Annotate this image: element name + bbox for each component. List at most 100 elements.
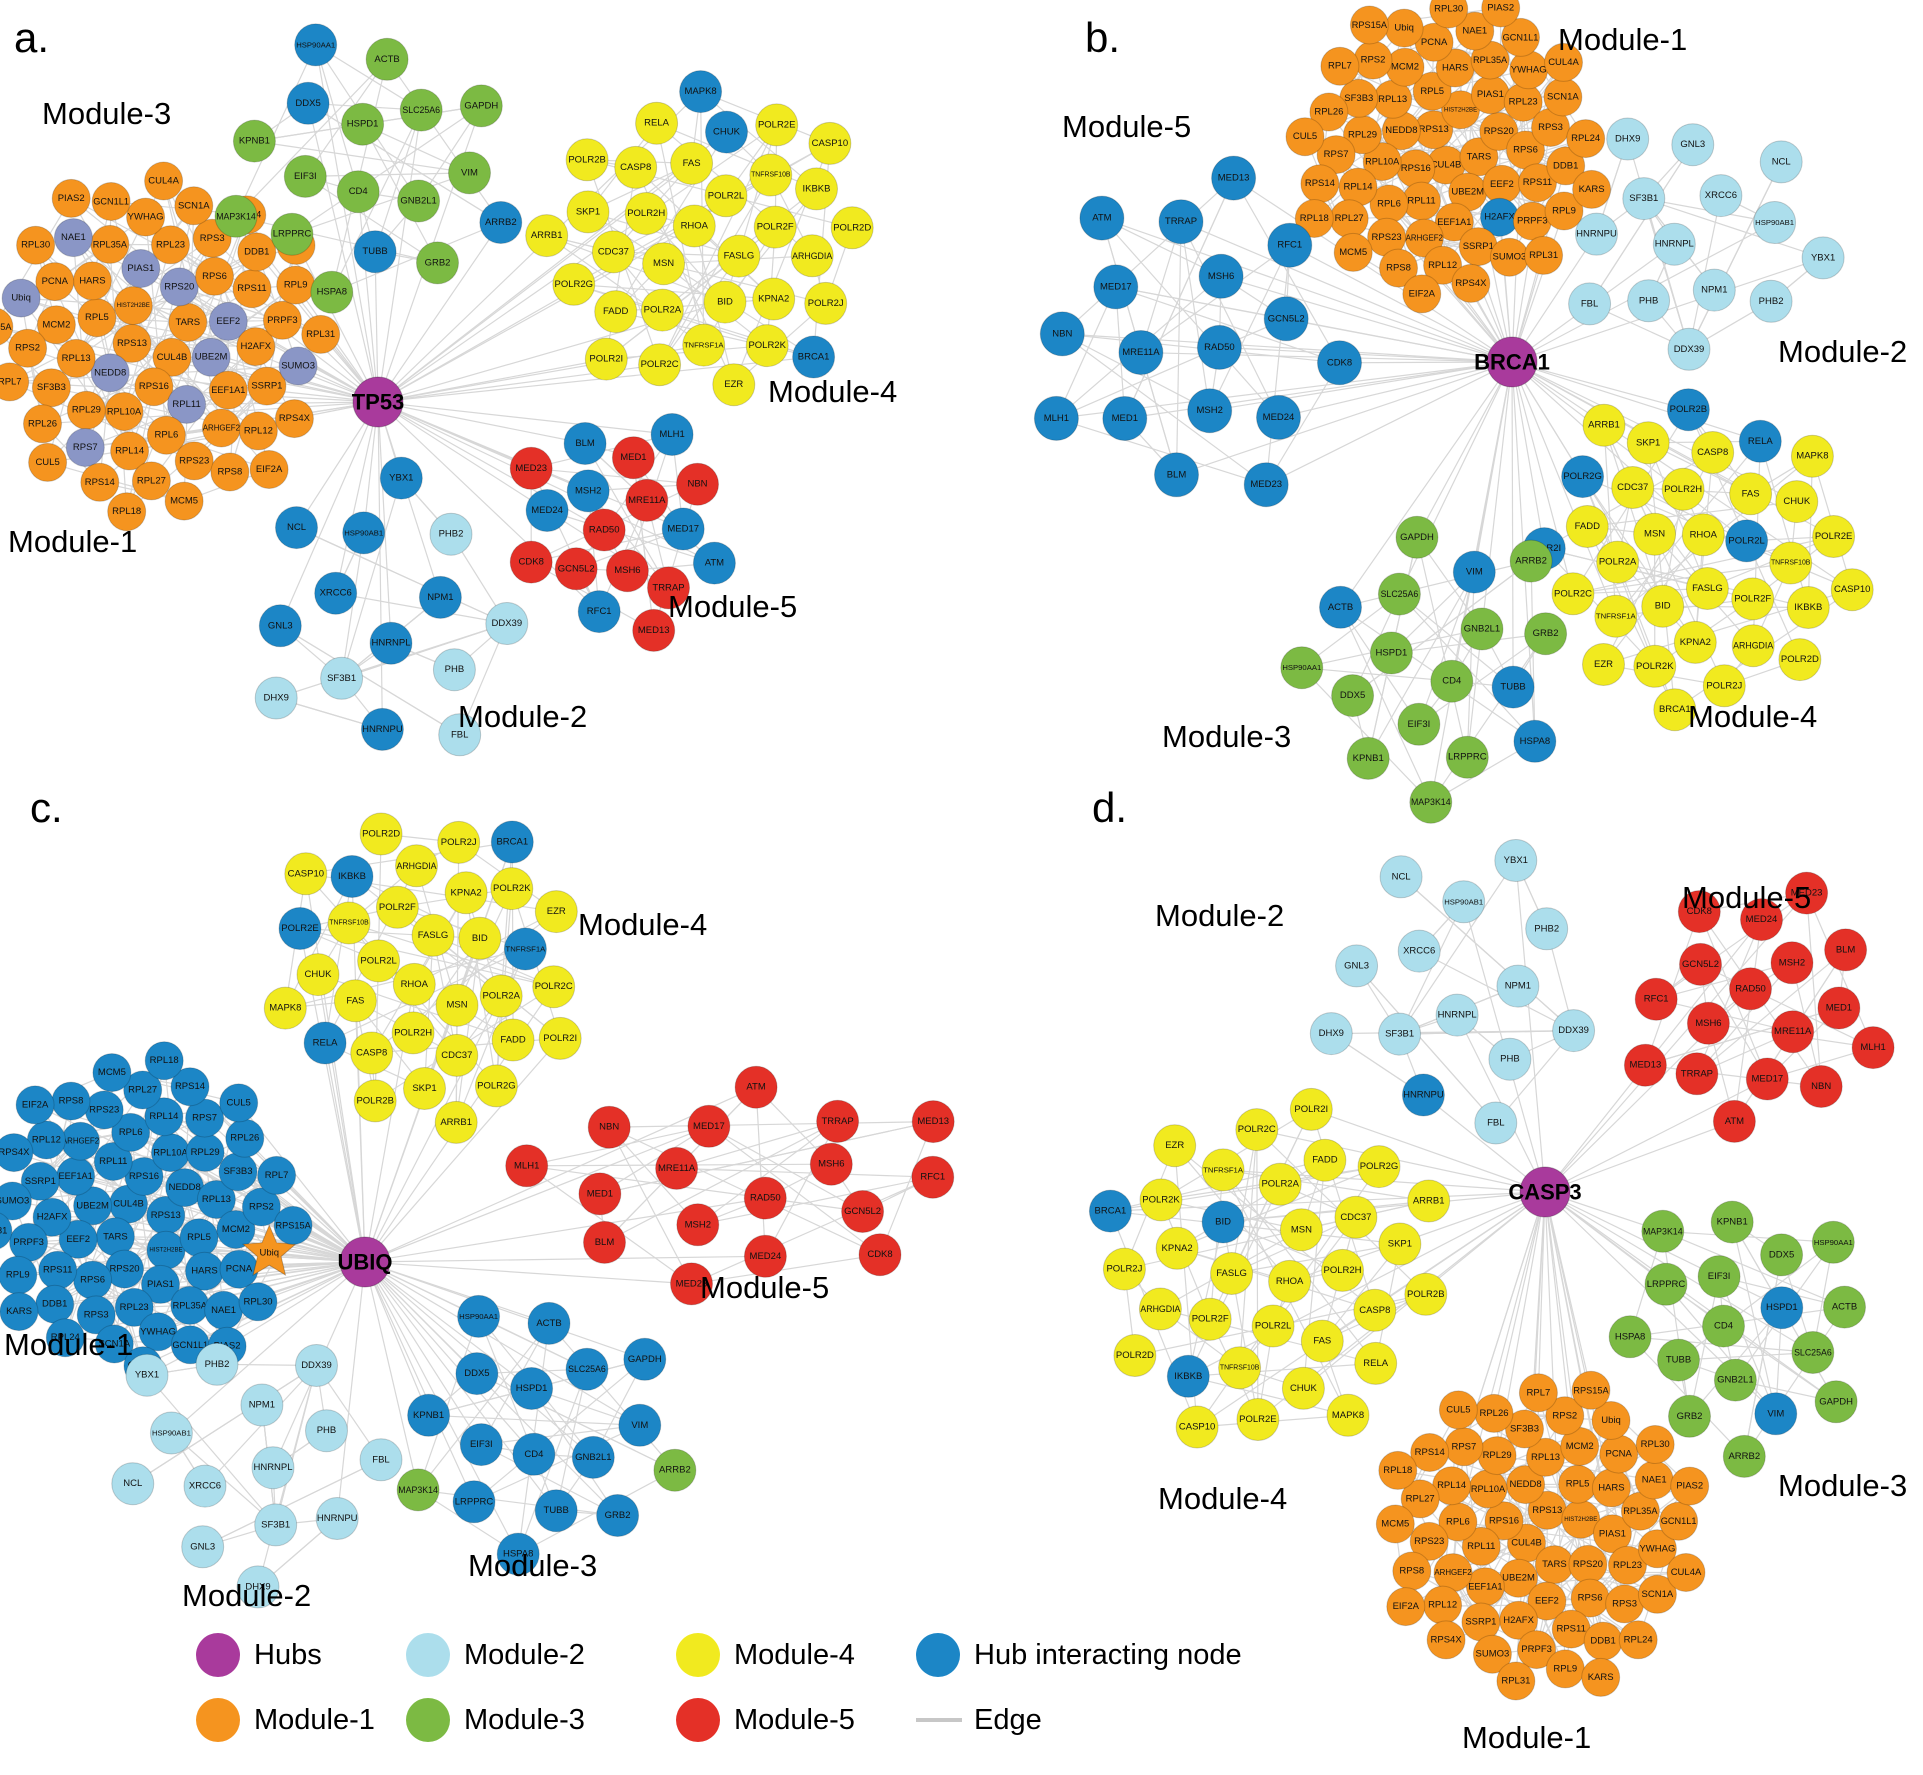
node-FBL bbox=[1568, 282, 1612, 326]
node-IKBKB bbox=[1786, 586, 1830, 629]
node-label-RPL30: RPL30 bbox=[1434, 4, 1463, 15]
module-label-module-4: Module-4 bbox=[768, 374, 897, 409]
edge bbox=[700, 91, 817, 190]
node-POLR2I bbox=[584, 337, 628, 381]
node-label-SKP1: SKP1 bbox=[1636, 437, 1660, 448]
node-label-GNL3: GNL3 bbox=[268, 620, 293, 631]
node-label-TUBB: TUBB bbox=[1666, 1355, 1691, 1366]
node-GCN5L2 bbox=[841, 1190, 885, 1233]
node-NEDD8 bbox=[90, 353, 130, 393]
node-EIF3I bbox=[459, 1423, 503, 1467]
node-HSP90AB1 bbox=[149, 1411, 193, 1455]
edge bbox=[1662, 1230, 1834, 1243]
node-label-NCL: NCL bbox=[287, 522, 306, 533]
node-SKP1 bbox=[1378, 1222, 1422, 1266]
node-PRPF3 bbox=[262, 300, 302, 340]
node-H2AFX bbox=[32, 1197, 72, 1237]
node-label-RPS7: RPS7 bbox=[1451, 1441, 1476, 1452]
module-label-module-1: Module-1 bbox=[1558, 22, 1687, 57]
node-label-RPL26: RPL26 bbox=[28, 418, 57, 429]
edge bbox=[1233, 177, 1341, 364]
node-label-RPL27: RPL27 bbox=[137, 475, 166, 486]
node-DDX39 bbox=[1667, 327, 1711, 371]
node-RHOA bbox=[1681, 513, 1725, 557]
node-label-VIM: VIM bbox=[1466, 567, 1483, 578]
node-label-EZR: EZR bbox=[724, 379, 743, 390]
node-label-RPL18: RPL18 bbox=[112, 506, 141, 517]
node-POLR2J bbox=[1702, 664, 1746, 708]
node-label-Ubiq: Ubiq bbox=[1601, 1415, 1621, 1426]
node-label-CHUK: CHUK bbox=[1290, 1383, 1318, 1394]
node-MED1 bbox=[1817, 986, 1861, 1030]
node-POLR2K bbox=[1139, 1178, 1183, 1222]
node-label-RPS13: RPS13 bbox=[1419, 124, 1449, 135]
node-label-H2AFX: H2AFX bbox=[1503, 1615, 1534, 1626]
node-label-HNRNPU: HNRNPU bbox=[362, 724, 403, 735]
edge bbox=[374, 251, 379, 403]
node-TNFRSF1A bbox=[682, 323, 726, 367]
node-ATM bbox=[734, 1065, 778, 1109]
node-label-CUL4B: CUL4B bbox=[113, 1199, 144, 1210]
module-label-module-4: Module-4 bbox=[578, 907, 707, 942]
node-label-POLR2G: POLR2G bbox=[555, 279, 594, 290]
edge bbox=[377, 401, 392, 644]
hub-node-CASP3 bbox=[1519, 1166, 1571, 1218]
node-KPNB1 bbox=[407, 1393, 451, 1437]
node-label-GNL3: GNL3 bbox=[1344, 960, 1369, 971]
node-EZR bbox=[534, 890, 578, 934]
module-label-module-1: Module-1 bbox=[4, 1327, 133, 1362]
edge bbox=[526, 1165, 766, 1199]
node-label-MED1: MED1 bbox=[620, 452, 646, 463]
node-RPL6 bbox=[111, 1112, 151, 1152]
node-NCL bbox=[1759, 140, 1803, 184]
node-label-EEF1A1: EEF1A1 bbox=[58, 1171, 92, 1181]
edge bbox=[291, 105, 482, 235]
node-label-POLR2F: POLR2F bbox=[379, 902, 416, 913]
node-label-ACTB: ACTB bbox=[1328, 602, 1353, 613]
node-POLR2K bbox=[490, 867, 534, 911]
node-label-ARHGEF2: ARHGEF2 bbox=[1434, 1568, 1471, 1577]
edge bbox=[386, 58, 502, 223]
node-label-NBN: NBN bbox=[1052, 328, 1072, 339]
node-label-BID: BID bbox=[1215, 1217, 1231, 1228]
node-DHX9 bbox=[254, 676, 298, 720]
edge bbox=[481, 1424, 640, 1446]
edge bbox=[599, 1121, 934, 1195]
edge bbox=[377, 222, 502, 403]
node-label-PRPF3: PRPF3 bbox=[13, 1237, 44, 1248]
node-label-EEF2: EEF2 bbox=[1490, 179, 1514, 190]
node-TRRAP bbox=[816, 1099, 860, 1143]
node-label-RHOA: RHOA bbox=[1276, 1276, 1304, 1287]
node-RFC1 bbox=[1267, 222, 1313, 268]
node-label-LRPPRC: LRPPRC bbox=[1647, 1279, 1686, 1290]
node-CASP10 bbox=[1175, 1405, 1219, 1449]
node-BRCA1 bbox=[792, 335, 836, 379]
node-label-RPL10A: RPL10A bbox=[153, 1148, 188, 1158]
node-label-TARS: TARS bbox=[103, 1231, 128, 1242]
node-label-RPL24: RPL24 bbox=[51, 1332, 80, 1343]
node-NPM1 bbox=[1692, 268, 1736, 312]
node-BID bbox=[703, 280, 747, 324]
node-label-POLR2H: POLR2H bbox=[627, 208, 665, 219]
node-label-RPL11: RPL11 bbox=[1407, 196, 1435, 207]
edge bbox=[364, 1261, 535, 1455]
node-PCNA bbox=[35, 262, 75, 302]
node-FBL bbox=[359, 1438, 403, 1482]
node-label-RFC1: RFC1 bbox=[1277, 240, 1302, 251]
node-FAS bbox=[1729, 472, 1773, 516]
edge bbox=[703, 226, 776, 346]
node-label-TNFRSF1A: TNFRSF1A bbox=[506, 945, 547, 954]
node-label-RPL14: RPL14 bbox=[1437, 1480, 1466, 1491]
node-label-XRCC6: XRCC6 bbox=[320, 588, 352, 599]
node-label-HNRNPL: HNRNPL bbox=[253, 1462, 292, 1473]
node-label-IKBKB: IKBKB bbox=[1794, 602, 1822, 613]
edge bbox=[305, 172, 470, 177]
node-CASP8 bbox=[350, 1031, 394, 1075]
node-label-GAPDH: GAPDH bbox=[628, 1354, 662, 1365]
node-label-EEF1A1: EEF1A1 bbox=[1437, 217, 1471, 227]
node-SKP1 bbox=[1626, 421, 1670, 465]
node-label-PIAS1: PIAS1 bbox=[1477, 89, 1504, 100]
node-MSN bbox=[1633, 512, 1677, 556]
node-TNFRSF1A bbox=[503, 927, 547, 971]
node-FADD bbox=[1565, 505, 1609, 548]
